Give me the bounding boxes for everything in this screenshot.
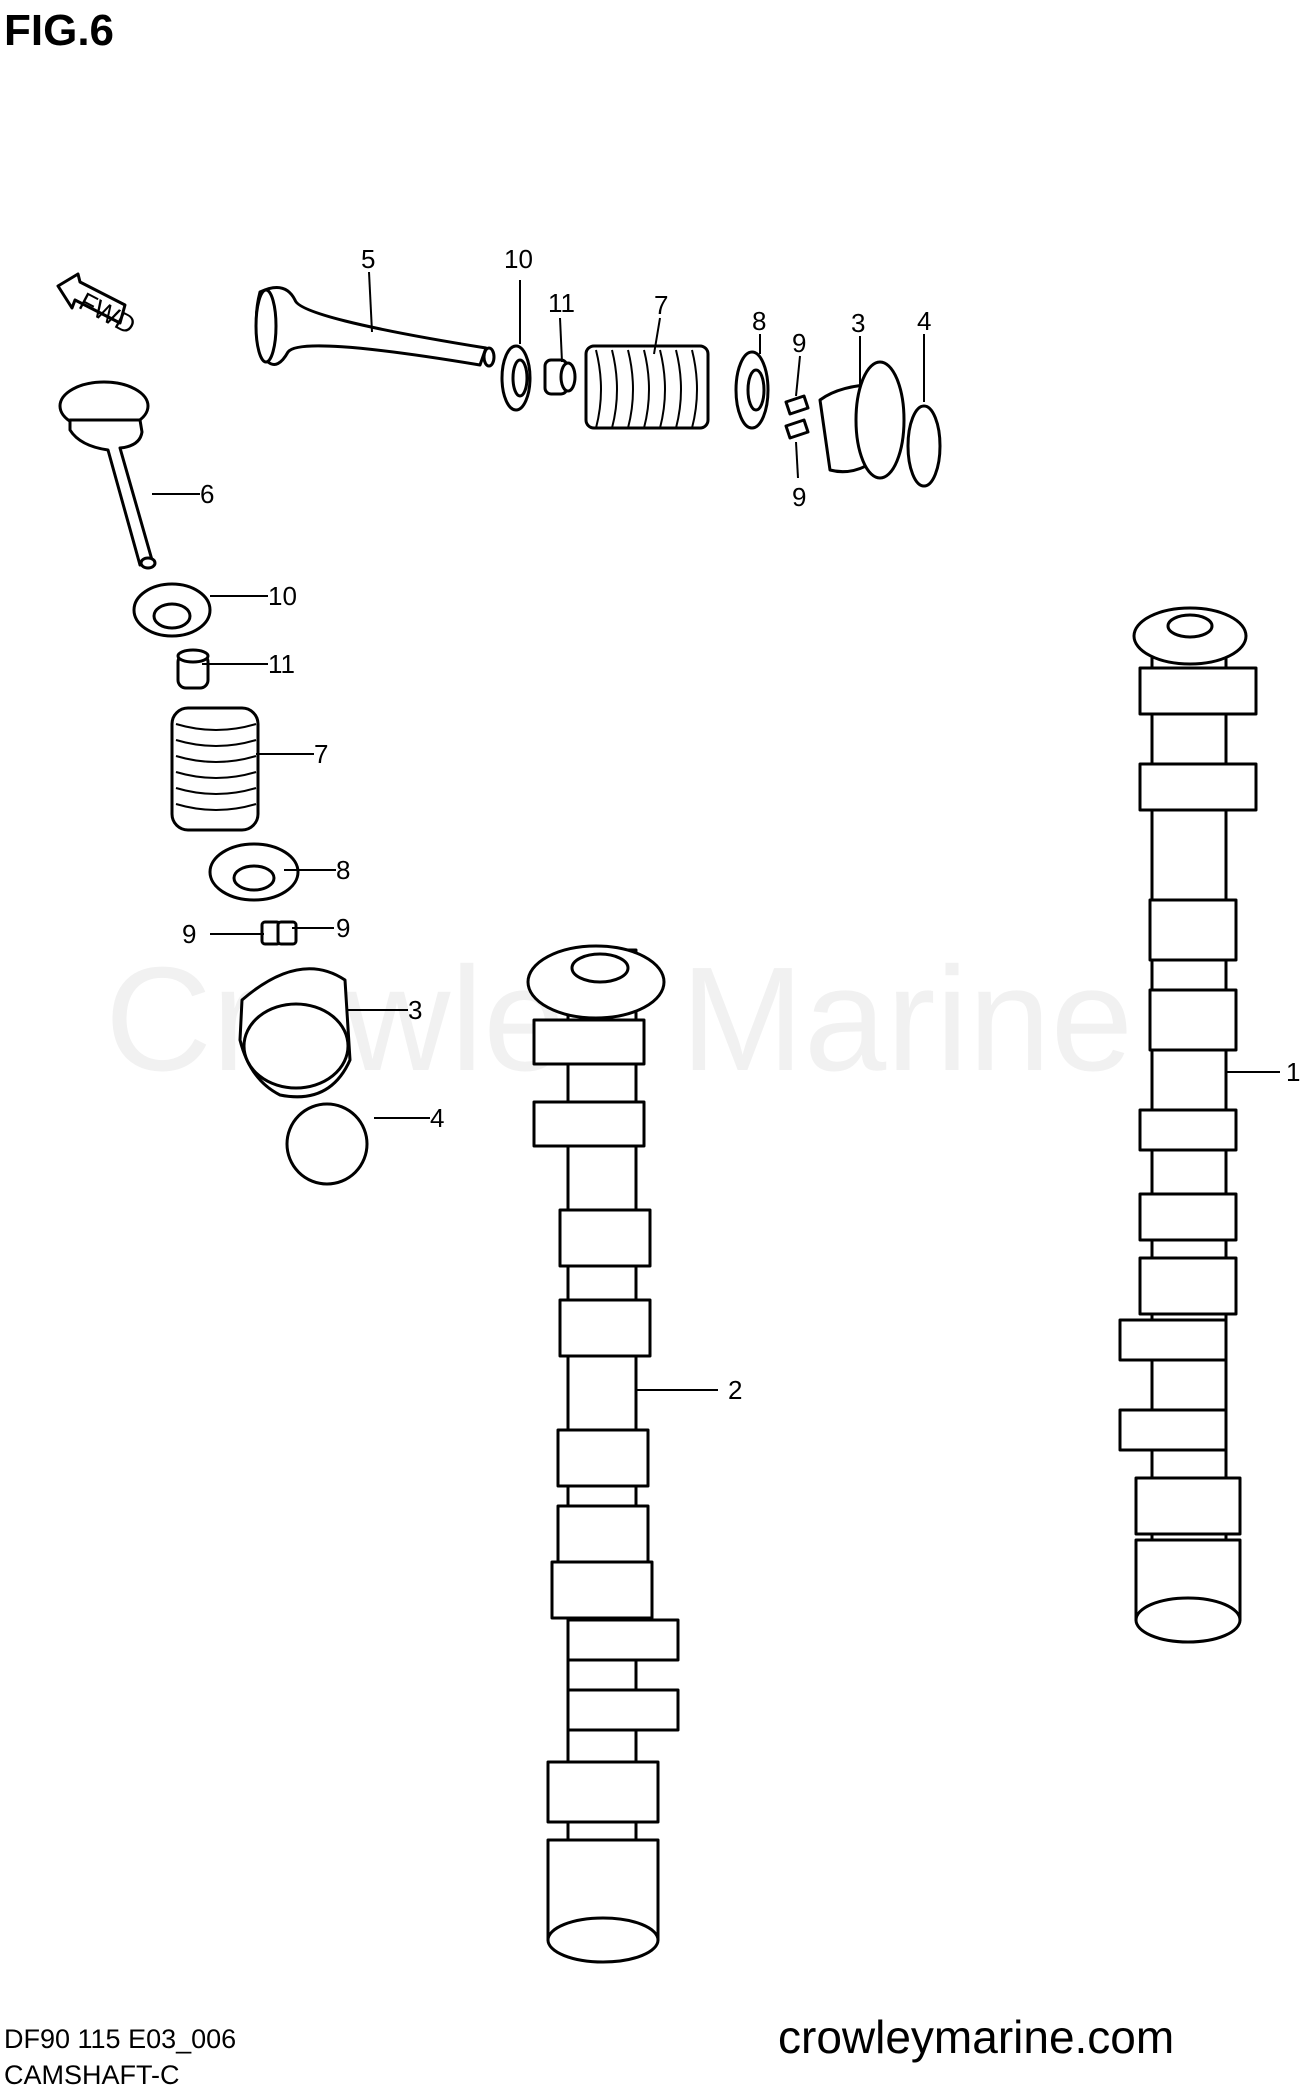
valve-intake bbox=[58, 380, 157, 570]
figure-title: FIG.6 bbox=[4, 6, 115, 55]
spring-seat-left bbox=[132, 582, 212, 638]
callout-11-top: 11 bbox=[548, 288, 575, 318]
valve-cotters-top bbox=[784, 394, 810, 440]
callout-9-top-upper: 9 bbox=[792, 328, 806, 358]
valve-stem-seal-left bbox=[176, 648, 210, 690]
callout-9-left-outer: 9 bbox=[182, 919, 196, 949]
callout-7-left: 7 bbox=[314, 739, 328, 769]
shim-top bbox=[906, 404, 942, 488]
valve-stem-seal-top bbox=[543, 358, 577, 396]
callout-8-top: 8 bbox=[752, 306, 766, 336]
valve-exhaust bbox=[254, 286, 496, 368]
valve-spring-top bbox=[584, 344, 710, 430]
fwd-label: FWD bbox=[74, 286, 140, 340]
fwd-arrow-icon: FWD bbox=[56, 272, 141, 340]
callout-3-left: 3 bbox=[408, 995, 422, 1025]
callout-5: 5 bbox=[361, 244, 375, 274]
callout-1: 1 bbox=[1286, 1057, 1300, 1087]
callout-10-left: 10 bbox=[268, 581, 297, 611]
tappet-left bbox=[238, 967, 352, 1099]
callout-7-top: 7 bbox=[654, 290, 668, 320]
spring-retainer-top bbox=[734, 350, 770, 430]
callout-3-top: 3 bbox=[851, 308, 865, 338]
callout-11-left: 11 bbox=[268, 649, 295, 679]
callout-8-left: 8 bbox=[336, 855, 350, 885]
camshaft-center bbox=[526, 944, 680, 1964]
spring-retainer-left bbox=[208, 842, 300, 902]
camshaft-right bbox=[1118, 606, 1258, 1644]
shim-left bbox=[285, 1102, 369, 1186]
website-url: crowleymarine.com bbox=[778, 2011, 1175, 2063]
callout-10-top: 10 bbox=[504, 244, 533, 274]
valve-spring-left bbox=[170, 706, 260, 832]
callout-9-top-lower: 9 bbox=[792, 482, 806, 512]
callout-4-left: 4 bbox=[430, 1103, 444, 1133]
callout-9-left-inner: 9 bbox=[336, 913, 350, 943]
diagram-code: DF90 115 E03_006 bbox=[4, 2024, 237, 2054]
section-name: CAMSHAFT-C bbox=[4, 2060, 180, 2090]
valve-cotters-left bbox=[260, 920, 298, 946]
spring-seat-top bbox=[500, 344, 532, 412]
callout-4-top: 4 bbox=[917, 306, 931, 336]
callout-2: 2 bbox=[728, 1375, 742, 1405]
callout-6: 6 bbox=[200, 479, 214, 509]
tappet-top bbox=[818, 360, 906, 480]
